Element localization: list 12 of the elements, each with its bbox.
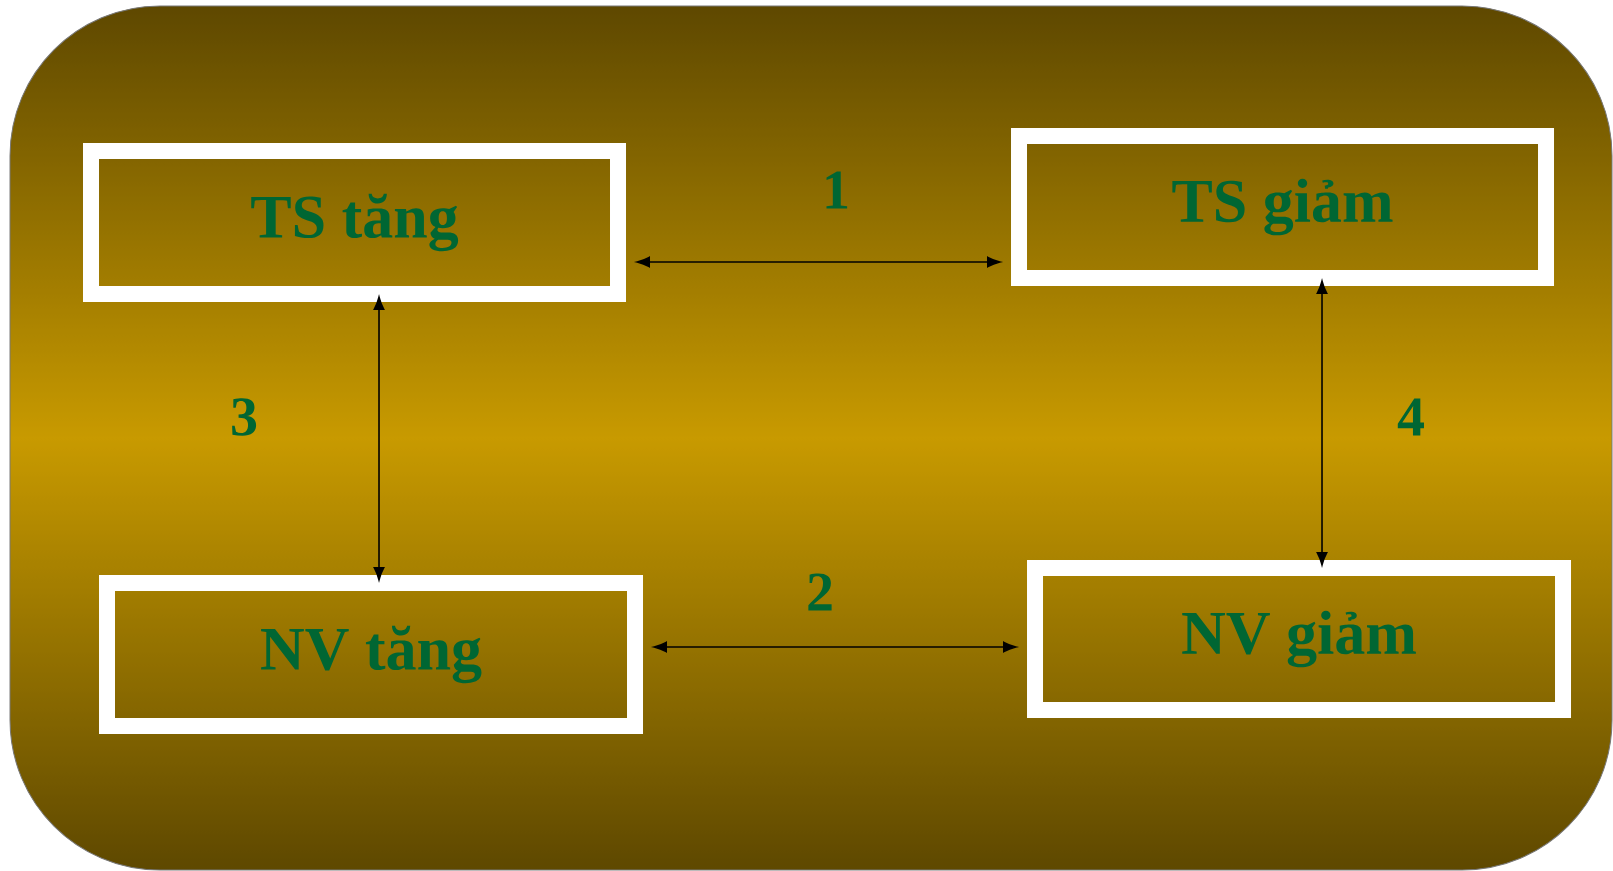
- edge-label: 3: [232, 398, 257, 436]
- double-arrow: [1316, 280, 1328, 566]
- edge-label: 4: [1397, 398, 1424, 436]
- double-arrow: [653, 641, 1017, 653]
- edge-label: 1: [826, 171, 848, 209]
- text-box: TS tăng: [83, 143, 626, 302]
- text-box: NV giảm: [1027, 560, 1571, 718]
- text-box: NV tăng: [99, 575, 643, 734]
- edge-label: 2: [808, 573, 832, 611]
- text-box: TS giảm: [1011, 128, 1554, 286]
- double-arrow: [373, 296, 385, 581]
- double-arrow: [636, 256, 1001, 268]
